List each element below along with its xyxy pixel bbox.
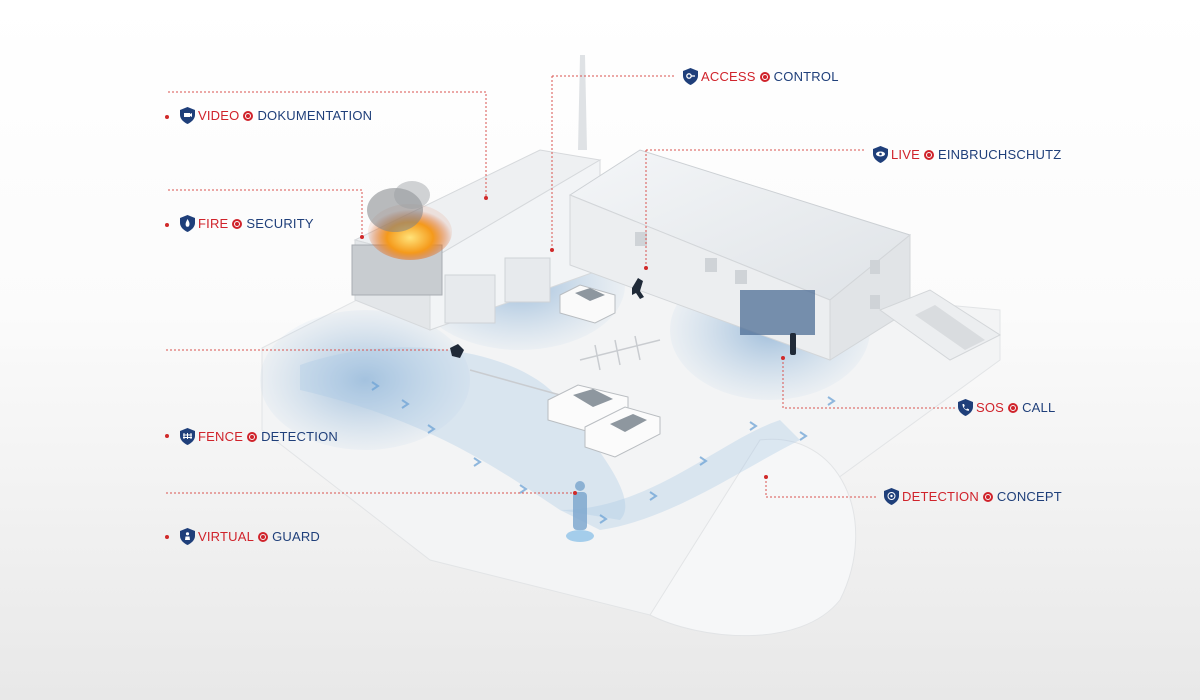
label-word-2: CALL (1022, 400, 1056, 415)
label-detection-concept[interactable]: DETECTION CONCEPT (884, 488, 1062, 505)
perimeter-chevrons (371, 381, 836, 524)
label-word-2: DOKUMENTATION (257, 108, 373, 123)
callout-dots (165, 115, 785, 539)
separator-ring-icon (1008, 402, 1019, 413)
fire-storage-rack (351, 181, 452, 296)
callout-leader-lines (166, 75, 955, 498)
label-word-1: FIRE (198, 216, 229, 231)
separator-ring-icon (982, 491, 993, 502)
label-word-2: GUARD (272, 529, 321, 544)
label-word-1: FENCE (198, 429, 244, 444)
shield-camera-icon (180, 107, 195, 124)
label-word-1: ACCESS (701, 69, 756, 84)
shield-flame-icon (180, 215, 195, 232)
label-word-1: LIVE (891, 147, 920, 162)
label-sos-call[interactable]: SOS CALL (958, 399, 1055, 416)
separator-ring-icon (258, 531, 269, 542)
shield-fence-icon (180, 428, 195, 445)
shield-key-icon (683, 68, 698, 85)
separator-ring-icon (247, 431, 258, 442)
separator-ring-icon (243, 110, 254, 121)
label-access-control[interactable]: ACCESS CONTROL (683, 68, 839, 85)
shield-phone-icon (958, 399, 973, 416)
main-building (568, 55, 912, 361)
separator-ring-icon (232, 218, 243, 229)
separator-ring-icon (759, 71, 770, 82)
separator-ring-icon (923, 149, 934, 160)
loading-ramp (878, 289, 1002, 361)
label-word-1: VIDEO (198, 108, 240, 123)
fence (469, 335, 661, 396)
label-virtual-guard[interactable]: VIRTUAL GUARD (180, 528, 320, 545)
shield-guard-icon (180, 528, 195, 545)
label-video-dokumentation[interactable]: VIDEO DOKUMENTATION (180, 107, 372, 124)
people-figures (450, 278, 796, 542)
shield-radar-icon (884, 488, 899, 505)
label-fence-detection[interactable]: FENCE DETECTION (180, 428, 338, 445)
label-word-1: SOS (976, 400, 1005, 415)
parked-cars (547, 284, 661, 458)
label-word-2: SECURITY (246, 216, 314, 231)
label-word-2: CONTROL (773, 69, 839, 84)
label-word-1: DETECTION (902, 489, 979, 504)
label-word-2: CONCEPT (996, 489, 1062, 504)
label-word-1: VIRTUAL (198, 529, 255, 544)
label-word-2: EINBRUCHSCHUTZ (937, 147, 1062, 162)
shield-eye-icon (873, 146, 888, 163)
label-word-2: DETECTION (261, 429, 338, 444)
label-fire-security[interactable]: FIRE SECURITY (180, 215, 314, 232)
label-live-einbruchschutz[interactable]: LIVE EINBRUCHSCHUTZ (873, 146, 1061, 163)
ground-curve (649, 438, 857, 637)
